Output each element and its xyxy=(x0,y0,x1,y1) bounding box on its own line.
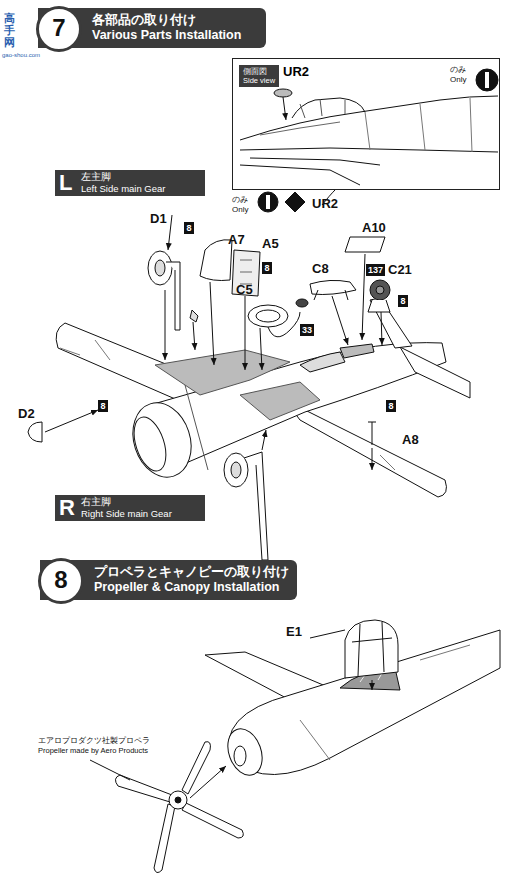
color-callout: 8 xyxy=(386,400,396,412)
color-callout: 8 xyxy=(262,262,272,274)
note-text: のみ xyxy=(232,194,248,205)
callout-number: 8 xyxy=(100,401,106,411)
watermark: 高手网 xyxy=(4,12,15,48)
note-text: Only xyxy=(232,205,248,214)
note-text: Only xyxy=(450,75,466,84)
part-number: E1 xyxy=(286,624,302,639)
heading-text: UR2 xyxy=(283,64,309,79)
heading-text: 右主脚 xyxy=(81,496,111,509)
heading-text: Various Parts Installation xyxy=(92,28,241,42)
heading-text: 側面図 xyxy=(243,67,275,76)
color-callout: 33 xyxy=(300,324,314,336)
side-view-tag: 側面図Side view xyxy=(239,65,279,87)
part-number: A8 xyxy=(402,432,419,447)
color-callout: 8 xyxy=(184,222,194,234)
heading-text: Left Side main Gear xyxy=(81,183,166,194)
gear-tag: R 右主脚Right Side main Gear xyxy=(55,495,205,521)
step-header: 7各部品の取り付けVarious Parts Installation xyxy=(38,8,266,48)
heading-text: Propeller & Canopy Installation xyxy=(94,580,279,594)
watermark: gao-shou.com xyxy=(2,52,40,58)
heading-text: Right Side main Gear xyxy=(81,508,172,519)
color-callout: 8 xyxy=(98,400,108,412)
step-number: 7 xyxy=(36,6,82,52)
heading-text: プロペラとキャノピーの取り付け xyxy=(94,563,289,581)
note-text: エアロプロダクツ社製プロペラ xyxy=(38,736,150,746)
step-number: R xyxy=(59,496,75,520)
part-number: A7 xyxy=(228,232,245,247)
part-number: A5 xyxy=(262,236,279,251)
callout-number: 8 xyxy=(388,401,394,411)
heading-text: 各部品の取り付け xyxy=(92,11,196,29)
note-text: Propeller made by Aero Products xyxy=(38,746,148,755)
heading-text: Side view xyxy=(243,76,275,85)
callout-number: 33 xyxy=(302,325,312,335)
part-number: D1 xyxy=(150,211,167,226)
color-callout: 8 xyxy=(398,295,408,307)
part-number: C8 xyxy=(312,261,329,276)
part-number: D2 xyxy=(18,406,35,421)
note-text: のみ xyxy=(450,64,466,75)
heading-text: 左主脚 xyxy=(81,171,111,184)
part-number: C21 xyxy=(388,262,412,277)
callout-number: 8 xyxy=(186,223,192,233)
part-number: A10 xyxy=(362,220,386,235)
callout-number: 8 xyxy=(264,263,270,273)
color-callout: 137 xyxy=(366,264,385,276)
part-number: C5 xyxy=(236,282,253,297)
step-number: L xyxy=(59,171,72,195)
callout-number: 8 xyxy=(400,296,406,306)
callout-number: 137 xyxy=(368,265,383,275)
part-number: UR2 xyxy=(312,196,338,211)
step-number: 8 xyxy=(38,558,84,604)
gear-tag: L 左主脚Left Side main Gear xyxy=(55,170,205,196)
step-header: 8プロペラとキャノピーの取り付けPropeller & Canopy Insta… xyxy=(40,560,297,600)
